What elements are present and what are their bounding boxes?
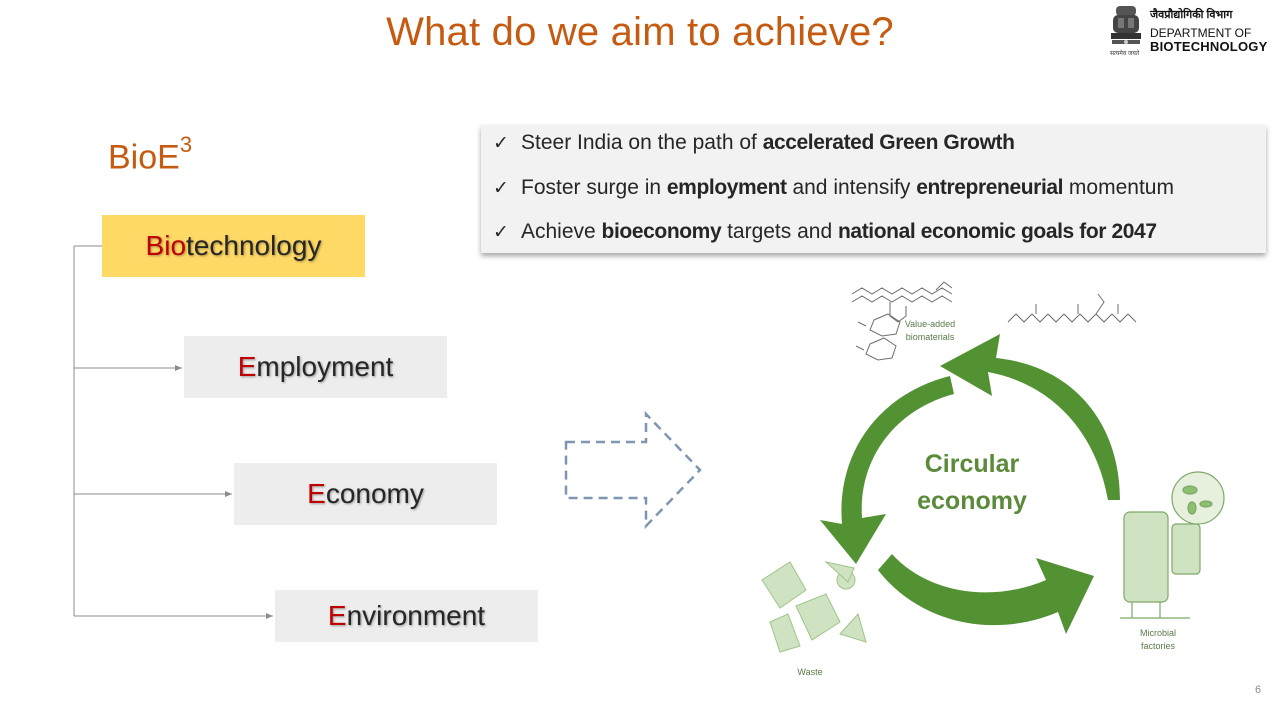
pillar-rest: nvironment [346, 600, 486, 631]
department-logo: जैवप्रौद्योगिकी विभाग DEPARTMENT OF BIOT… [1108, 4, 1276, 62]
goal-text: Achieve [521, 220, 602, 243]
pillar-lead: E [327, 600, 347, 631]
goal-bold-text: entrepreneurial [916, 176, 1064, 199]
waste-icon [761, 561, 867, 653]
goal-item: ✓ Foster surge in employment and intensif… [493, 176, 1174, 200]
logo-hindi-text: जैवप्रौद्योगिकी विभाग [1150, 9, 1233, 21]
bioreactor-icon [1120, 471, 1225, 619]
circular-economy-diagram: Value-added biomaterials Circular econom… [761, 281, 1225, 677]
goal-text: Steer India on the path of [521, 131, 763, 154]
biomaterials-label-1: Value-added [905, 319, 955, 329]
circular-label-line-1: Circular [925, 450, 1020, 478]
logo-motto: सत्यमेव जयते [1110, 51, 1140, 57]
factories-label-2: factories [1141, 641, 1176, 651]
biomaterials-label-2: biomaterials [906, 332, 955, 342]
goal-text: and intensify [786, 176, 917, 199]
pillar-connector [73, 245, 273, 619]
goal-text: targets and [721, 220, 838, 243]
goal-bold-text: accelerated Green Growth [762, 131, 1015, 154]
pillar-rest: mployment [256, 351, 394, 382]
pillar-rest: technology [186, 230, 322, 261]
waste-label: Waste [797, 667, 822, 677]
logo-line-2: BIOTECHNOLOGY [1150, 39, 1268, 54]
pillar-lead: E [237, 351, 257, 382]
bioe3-heading: BioE3 [108, 132, 192, 177]
pillar-lead: E [307, 478, 326, 509]
slide-title: What do we aim to achieve? [386, 10, 894, 54]
page-number: 6 [1255, 684, 1262, 696]
checkmark-icon: ✓ [493, 133, 509, 154]
goal-text: momentum [1063, 176, 1174, 199]
biomaterials-molecule-icon [851, 281, 1137, 361]
goal-bold-text: bioeconomy [601, 220, 722, 243]
goal-item: ✓ Steer India on the path of accelerated … [493, 131, 1015, 155]
goal-bold-text: employment [666, 176, 787, 199]
cycle-arrows-icon [820, 334, 1120, 634]
dashed-arrow-icon [564, 410, 702, 530]
pillar-rest: conomy [325, 478, 424, 509]
logo-line-1: DEPARTMENT OF [1150, 26, 1252, 40]
national-emblem-icon [1111, 6, 1141, 44]
factories-label-1: Microbial [1140, 628, 1176, 638]
goal-item: ✓ Achieve bioeconomy targets and national… [493, 220, 1157, 244]
goal-text: Foster surge in [521, 176, 667, 199]
goals-box: ✓ Steer India on the path of accelerated … [481, 125, 1266, 253]
bioe3-base: BioE [108, 138, 180, 177]
checkmark-icon: ✓ [493, 178, 509, 199]
bioe3-superscript: 3 [179, 132, 193, 157]
circular-label-line-2: economy [917, 487, 1027, 515]
goal-bold-text: national economic goals for 2047 [837, 220, 1157, 243]
checkmark-icon: ✓ [493, 222, 509, 243]
pillar-lead: Bio [145, 230, 187, 261]
